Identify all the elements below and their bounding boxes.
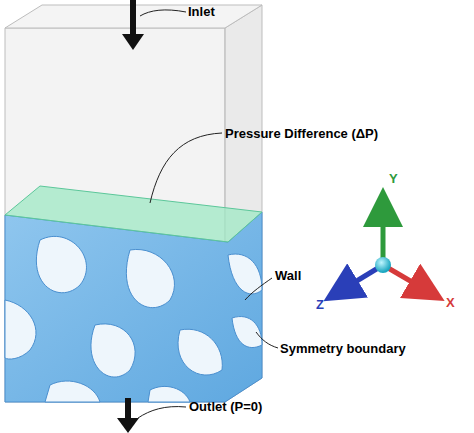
callout-label: Inlet — [188, 4, 215, 19]
axis-label: Y — [389, 171, 398, 186]
callout-label: Wall — [275, 268, 301, 283]
callout-label: Outlet (P=0) — [189, 399, 262, 414]
callout-label: Pressure Difference (ΔP) — [225, 126, 378, 141]
leader-lines — [138, 10, 278, 418]
axis-triad — [332, 197, 436, 296]
axis-label: Z — [316, 297, 324, 312]
callout-label: Symmetry boundary — [280, 341, 406, 356]
axis-label: X — [446, 295, 455, 310]
pressure-plane — [5, 186, 262, 242]
